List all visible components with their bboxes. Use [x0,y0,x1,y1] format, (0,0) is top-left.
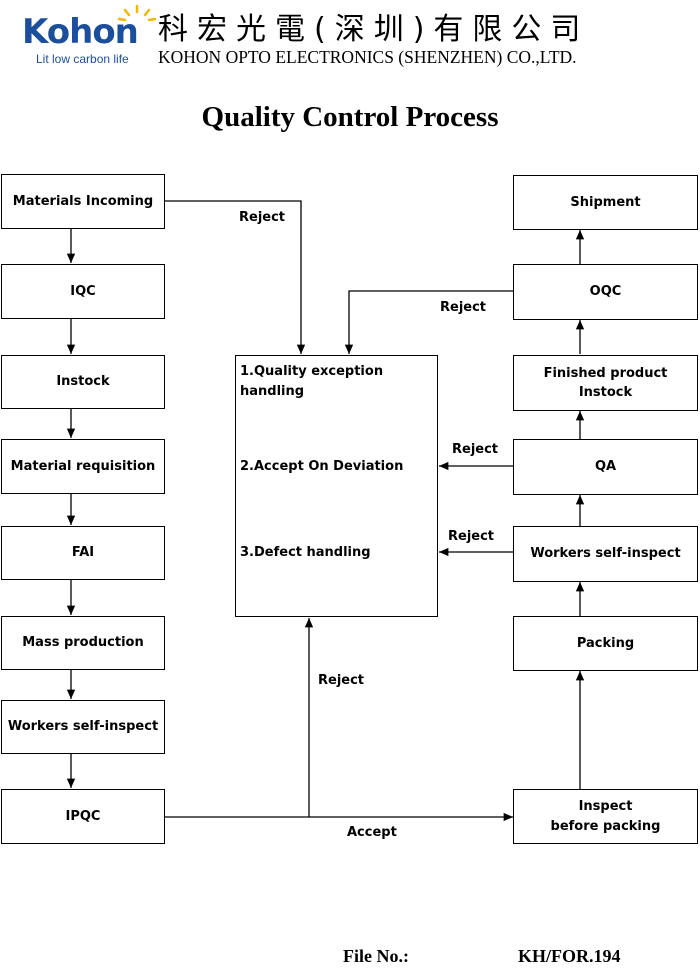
box-workers-self-inspect-left: Workers self-inspect [1,700,165,754]
box-shipment: Shipment [513,175,698,230]
box-instock: Instock [1,355,165,409]
box-ipqc: IPQC [1,789,165,844]
box-qa: QA [513,439,698,495]
label-reject-materials: Reject [239,210,286,225]
box-finished-product-instock: Finished product Instock [513,355,698,411]
box-inspect-before-packing: Inspect before packing [513,789,698,844]
box-fai: FAI [1,526,165,580]
box-materials-incoming: Materials Incoming [1,174,165,229]
company-logo: Kohon Lit low carbon life [22,4,162,70]
label-reject-ipqc: Reject [318,673,365,688]
logo-sun-icon [117,4,157,22]
box-oqc: OQC [513,264,698,320]
finished-line-1: Finished product [543,365,668,381]
page-title: Quality Control Process [201,101,499,133]
label-reject-oqc: Reject [440,300,487,315]
company-name-cn: 科宏光電(深圳)有限公司 [158,12,590,47]
box-packing: Packing [513,616,698,671]
finished-line-2: Instock [578,385,633,400]
box-exception-handling: 1.Quality exception handling 2.Accept On… [235,355,438,617]
file-number-label: File No.: [343,946,409,966]
box-iqc: IQC [1,264,165,319]
arrow-materials-reject [165,200,306,354]
box-workers-self-inspect-right: Workers self-inspect [513,526,698,582]
center-item-quality-exception: 1.Quality exception handling [240,364,384,400]
box-mass-production: Mass production [1,616,165,670]
inspect-line-1: Inspect [578,799,633,814]
file-number-value: KH/FOR.194 [518,946,621,966]
label-reject-qa: Reject [452,442,499,457]
center-item-accept-on-deviation: 2.Accept On Deviation [240,459,404,474]
inspect-line-2: before packing [550,818,661,834]
arrow-oqc-reject [344,290,513,354]
label-reject-workers: Reject [448,529,495,544]
company-name-en: KOHON OPTO ELECTRONICS (SHENZHEN) CO.,LT… [158,47,577,67]
label-accept-ipqc: Accept [347,825,397,840]
logo-tagline: Lit low carbon life [36,52,129,66]
box-material-requisition: Material requisition [1,439,165,494]
center-item-defect-handling: 3.Defect handling [240,545,371,560]
